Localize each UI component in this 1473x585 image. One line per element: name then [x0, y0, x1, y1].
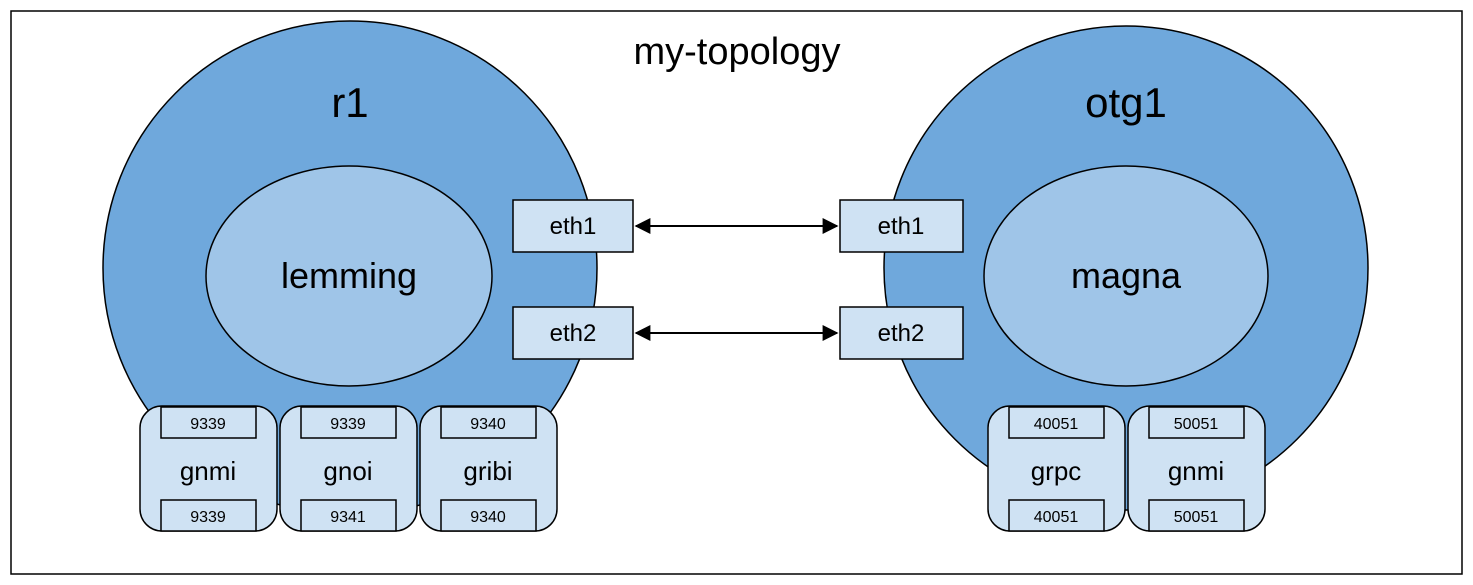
node-otg1-eth1-label: eth1 — [878, 213, 925, 240]
node-otg1-eth2-label: eth2 — [878, 320, 925, 347]
node-r1-eth1-box[interactable] — [512, 199, 634, 253]
node-otg1-inner-ellipse — [983, 165, 1269, 387]
service-top-port: 9340 — [470, 416, 506, 433]
node-otg1-label: otg1 — [1085, 79, 1167, 126]
service-top-port-box — [1008, 406, 1105, 439]
topology-title: my-topology — [634, 31, 841, 73]
service-name: gribi — [463, 456, 512, 486]
service-top-port-box — [300, 406, 397, 439]
node-r1-eth2-box[interactable] — [512, 306, 634, 360]
node-r1-inner-label: lemming — [281, 255, 417, 296]
node-otg1-eth1-box[interactable] — [839, 199, 964, 253]
node-r1-service-gnoi[interactable]: 9339 gnoi 9341 — [279, 405, 418, 532]
node-r1-service-gnmi[interactable]: 9339 gnmi 9339 — [139, 405, 278, 532]
service-top-port: 40051 — [1034, 416, 1079, 433]
service-name: gnoi — [323, 456, 372, 486]
service-bottom-port-box — [1008, 499, 1105, 532]
service-top-port-box — [160, 406, 257, 439]
service-bottom-port-box — [160, 499, 257, 532]
service-bottom-port: 50051 — [1174, 509, 1219, 526]
node-r1-service-gribi[interactable]: 9340 gribi 9340 — [419, 405, 558, 532]
service-top-port: 50051 — [1174, 416, 1219, 433]
node-r1-eth1-label: eth1 — [550, 213, 597, 240]
service-top-port-box — [440, 406, 537, 439]
service-top-port-box — [1148, 406, 1245, 439]
node-otg1-service-grpc[interactable]: 40051 grpc 40051 — [987, 405, 1126, 532]
node-r1-inner-ellipse — [205, 165, 493, 387]
service-bottom-port: 9341 — [330, 509, 366, 526]
node-r1: r1 lemming eth1 eth2 9339 gnmi 9339 9339… — [102, 20, 634, 532]
service-name: grpc — [1031, 456, 1082, 486]
service-bottom-port-box — [300, 499, 397, 532]
service-bottom-port-box — [1148, 499, 1245, 532]
node-otg1: otg1 magna eth1 eth2 40051 grpc 40051 50… — [839, 25, 1369, 532]
service-top-port: 9339 — [330, 416, 366, 433]
node-otg1-eth2-box[interactable] — [839, 306, 964, 360]
node-otg1-service-gnmi[interactable]: 50051 gnmi 50051 — [1127, 405, 1266, 532]
service-bottom-port: 9339 — [190, 509, 226, 526]
service-bottom-port: 40051 — [1034, 509, 1079, 526]
service-name: gnmi — [180, 456, 236, 486]
node-r1-label: r1 — [331, 79, 368, 126]
service-bottom-port-box — [440, 499, 537, 532]
node-otg1-inner-label: magna — [1071, 255, 1182, 296]
service-bottom-port: 9340 — [470, 509, 506, 526]
service-name: gnmi — [1168, 456, 1224, 486]
node-r1-eth2-label: eth2 — [550, 320, 597, 347]
service-top-port: 9339 — [190, 416, 226, 433]
